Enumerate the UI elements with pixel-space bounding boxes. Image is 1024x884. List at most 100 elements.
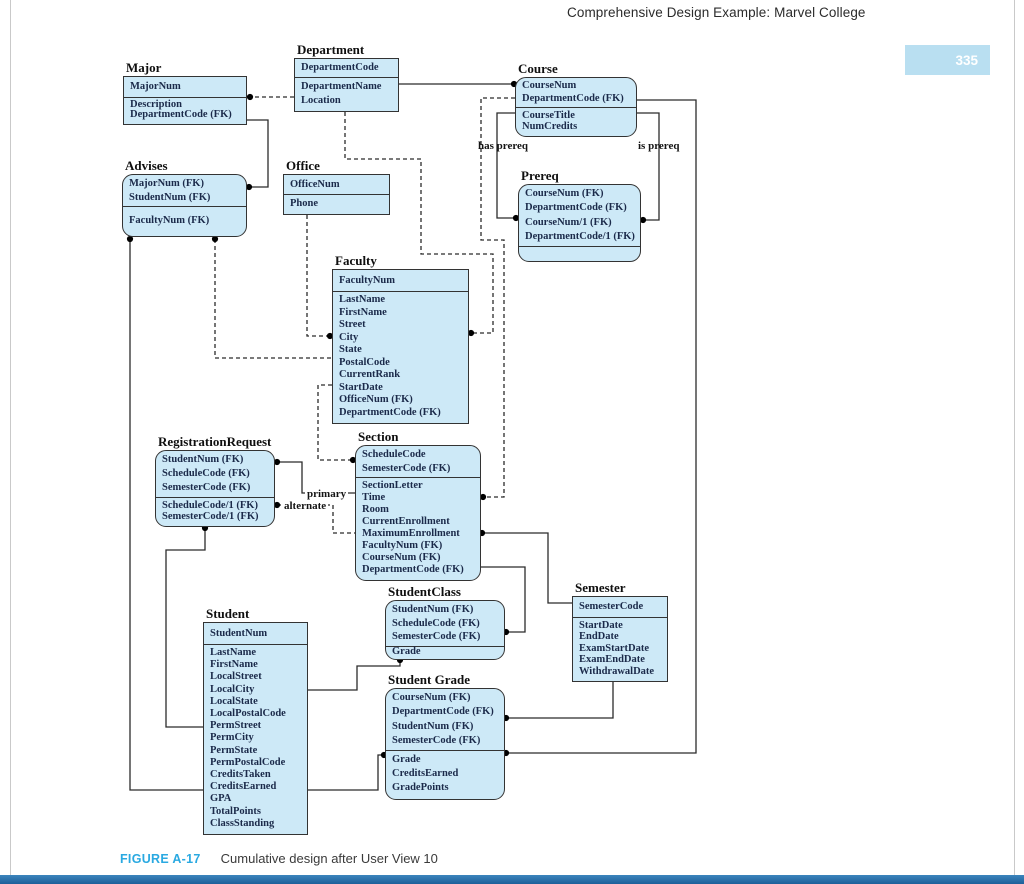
attr-row: CourseNum (FK)	[525, 188, 604, 199]
attr-row: ExamStartDate	[579, 642, 649, 654]
attr-row: LastName	[210, 647, 257, 658]
attr-row: LastName	[339, 294, 386, 305]
attr-row: CreditsEarned	[210, 781, 277, 793]
entity-title-student: Student	[206, 606, 250, 621]
attr-row: MaximumEnrollment	[362, 528, 460, 539]
attr-row: DepartmentCode	[301, 62, 379, 73]
attr-row: GPA	[210, 793, 232, 805]
attr-row: FacultyNum	[339, 275, 395, 286]
many-end-dot	[512, 214, 520, 222]
many-end-dot	[126, 235, 134, 243]
relationship-label: alternate	[282, 500, 329, 512]
attr-row: PermStreet	[210, 720, 262, 732]
attr-row: FacultyNum (FK)	[362, 540, 443, 551]
attr-row: DepartmentCode (FK)	[130, 109, 232, 120]
many-end-dot	[245, 183, 253, 191]
attr-row: StudentNum	[210, 628, 268, 639]
attr-row: CurrentEnrollment	[362, 516, 450, 527]
body-section: ScheduleCode/1 (FK)SemesterCode/1 (FK)	[156, 498, 274, 526]
key-section: MajorNum (FK)StudentNum (FK)	[123, 175, 246, 207]
many-end-dot	[326, 332, 334, 340]
key-section: CourseNum (FK)DepartmentCode (FK)CourseN…	[519, 185, 640, 247]
many-end-dot	[246, 93, 254, 101]
figure-caption-text: Cumulative design after User View 10	[220, 851, 438, 866]
entity-title-advises: Advises	[125, 158, 168, 173]
body-section: FacultyNum (FK)	[123, 207, 246, 236]
entity-title-major: Major	[126, 60, 162, 75]
attr-row: ClassStanding	[210, 817, 275, 829]
many-end-dot	[479, 493, 487, 501]
entity-title-registrationrequest: RegistrationRequest	[158, 434, 272, 449]
attr-row: PermPostalCode	[210, 756, 286, 768]
attr-row: Grade	[392, 646, 421, 657]
entity-title-office: Office	[286, 158, 320, 173]
key-section: OfficeNum	[284, 175, 389, 195]
key-section: StudentNum	[204, 623, 307, 645]
attr-row: ScheduleCode/1 (FK)	[162, 500, 258, 511]
attr-row: DepartmentCode (FK)	[525, 202, 627, 214]
many-end-dot	[349, 456, 357, 464]
entity-title-course: Course	[518, 61, 558, 76]
attr-row: PostalCode	[339, 356, 390, 368]
attr-row: OfficeNum	[290, 179, 340, 190]
attr-row: StudentNum (FK)	[162, 454, 244, 465]
relationship-student-registrationrequest	[165, 528, 206, 728]
attr-row: CreditsEarned	[392, 768, 459, 779]
attr-row: CreditsTaken	[210, 769, 271, 781]
attr-row: FacultyNum (FK)	[129, 215, 210, 226]
entity-title-faculty: Faculty	[335, 253, 377, 268]
attr-row: SemesterCode (FK)	[162, 482, 251, 493]
relationship-course-section	[480, 97, 515, 498]
key-section: SemesterCode	[573, 597, 667, 618]
attr-row: FirstName	[339, 306, 387, 318]
relationship-semester-studentgrade	[506, 682, 614, 719]
entity-title-studentgrade: Student Grade	[388, 672, 470, 687]
relationship-label: has prereq	[478, 140, 529, 152]
relationship-section-studentclass	[481, 566, 526, 633]
attr-row: ExamEndDate	[579, 654, 645, 666]
attr-row: LocalPostalCode	[210, 708, 286, 720]
attr-row: NumCredits	[522, 121, 578, 132]
attr-row: CourseNum (FK)	[392, 692, 471, 703]
relationship-label: is prereq	[638, 140, 680, 152]
key-section: StudentNum (FK)ScheduleCode (FK)Semester…	[386, 601, 504, 647]
attr-row: CourseTitle	[522, 110, 575, 121]
attr-row: GradePoints	[392, 782, 449, 793]
relationship-semester-section	[482, 532, 572, 604]
key-section: DepartmentCode	[295, 59, 398, 78]
attr-row: StudentNum (FK)	[392, 720, 474, 732]
attr-row: PermState	[210, 744, 258, 756]
header-title: Comprehensive Design Example: Marvel Col…	[567, 5, 866, 20]
attr-row: MajorNum (FK)	[129, 178, 204, 189]
relationship-faculty-advises	[214, 239, 332, 359]
relationship-course-studentgrade	[506, 99, 697, 754]
key-section: CourseNum (FK)DepartmentCode (FK)Student…	[386, 689, 504, 751]
relationship-student-studentclass	[308, 660, 401, 691]
relationship-label: primary	[305, 488, 349, 500]
attr-row: ScheduleCode	[362, 449, 426, 460]
key-section: MajorNum	[124, 77, 246, 98]
attr-row: DepartmentCode (FK)	[522, 92, 624, 104]
relationship-student-advises	[129, 239, 203, 791]
attr-row: StartDate	[339, 381, 383, 393]
attr-row: Description	[130, 99, 182, 110]
many-end-dot	[467, 329, 475, 337]
entity-title-semester: Semester	[575, 580, 626, 595]
entity-title-prereq: Prereq	[521, 168, 559, 183]
attr-row: City	[339, 331, 359, 343]
relationship-office-faculty	[306, 215, 330, 337]
